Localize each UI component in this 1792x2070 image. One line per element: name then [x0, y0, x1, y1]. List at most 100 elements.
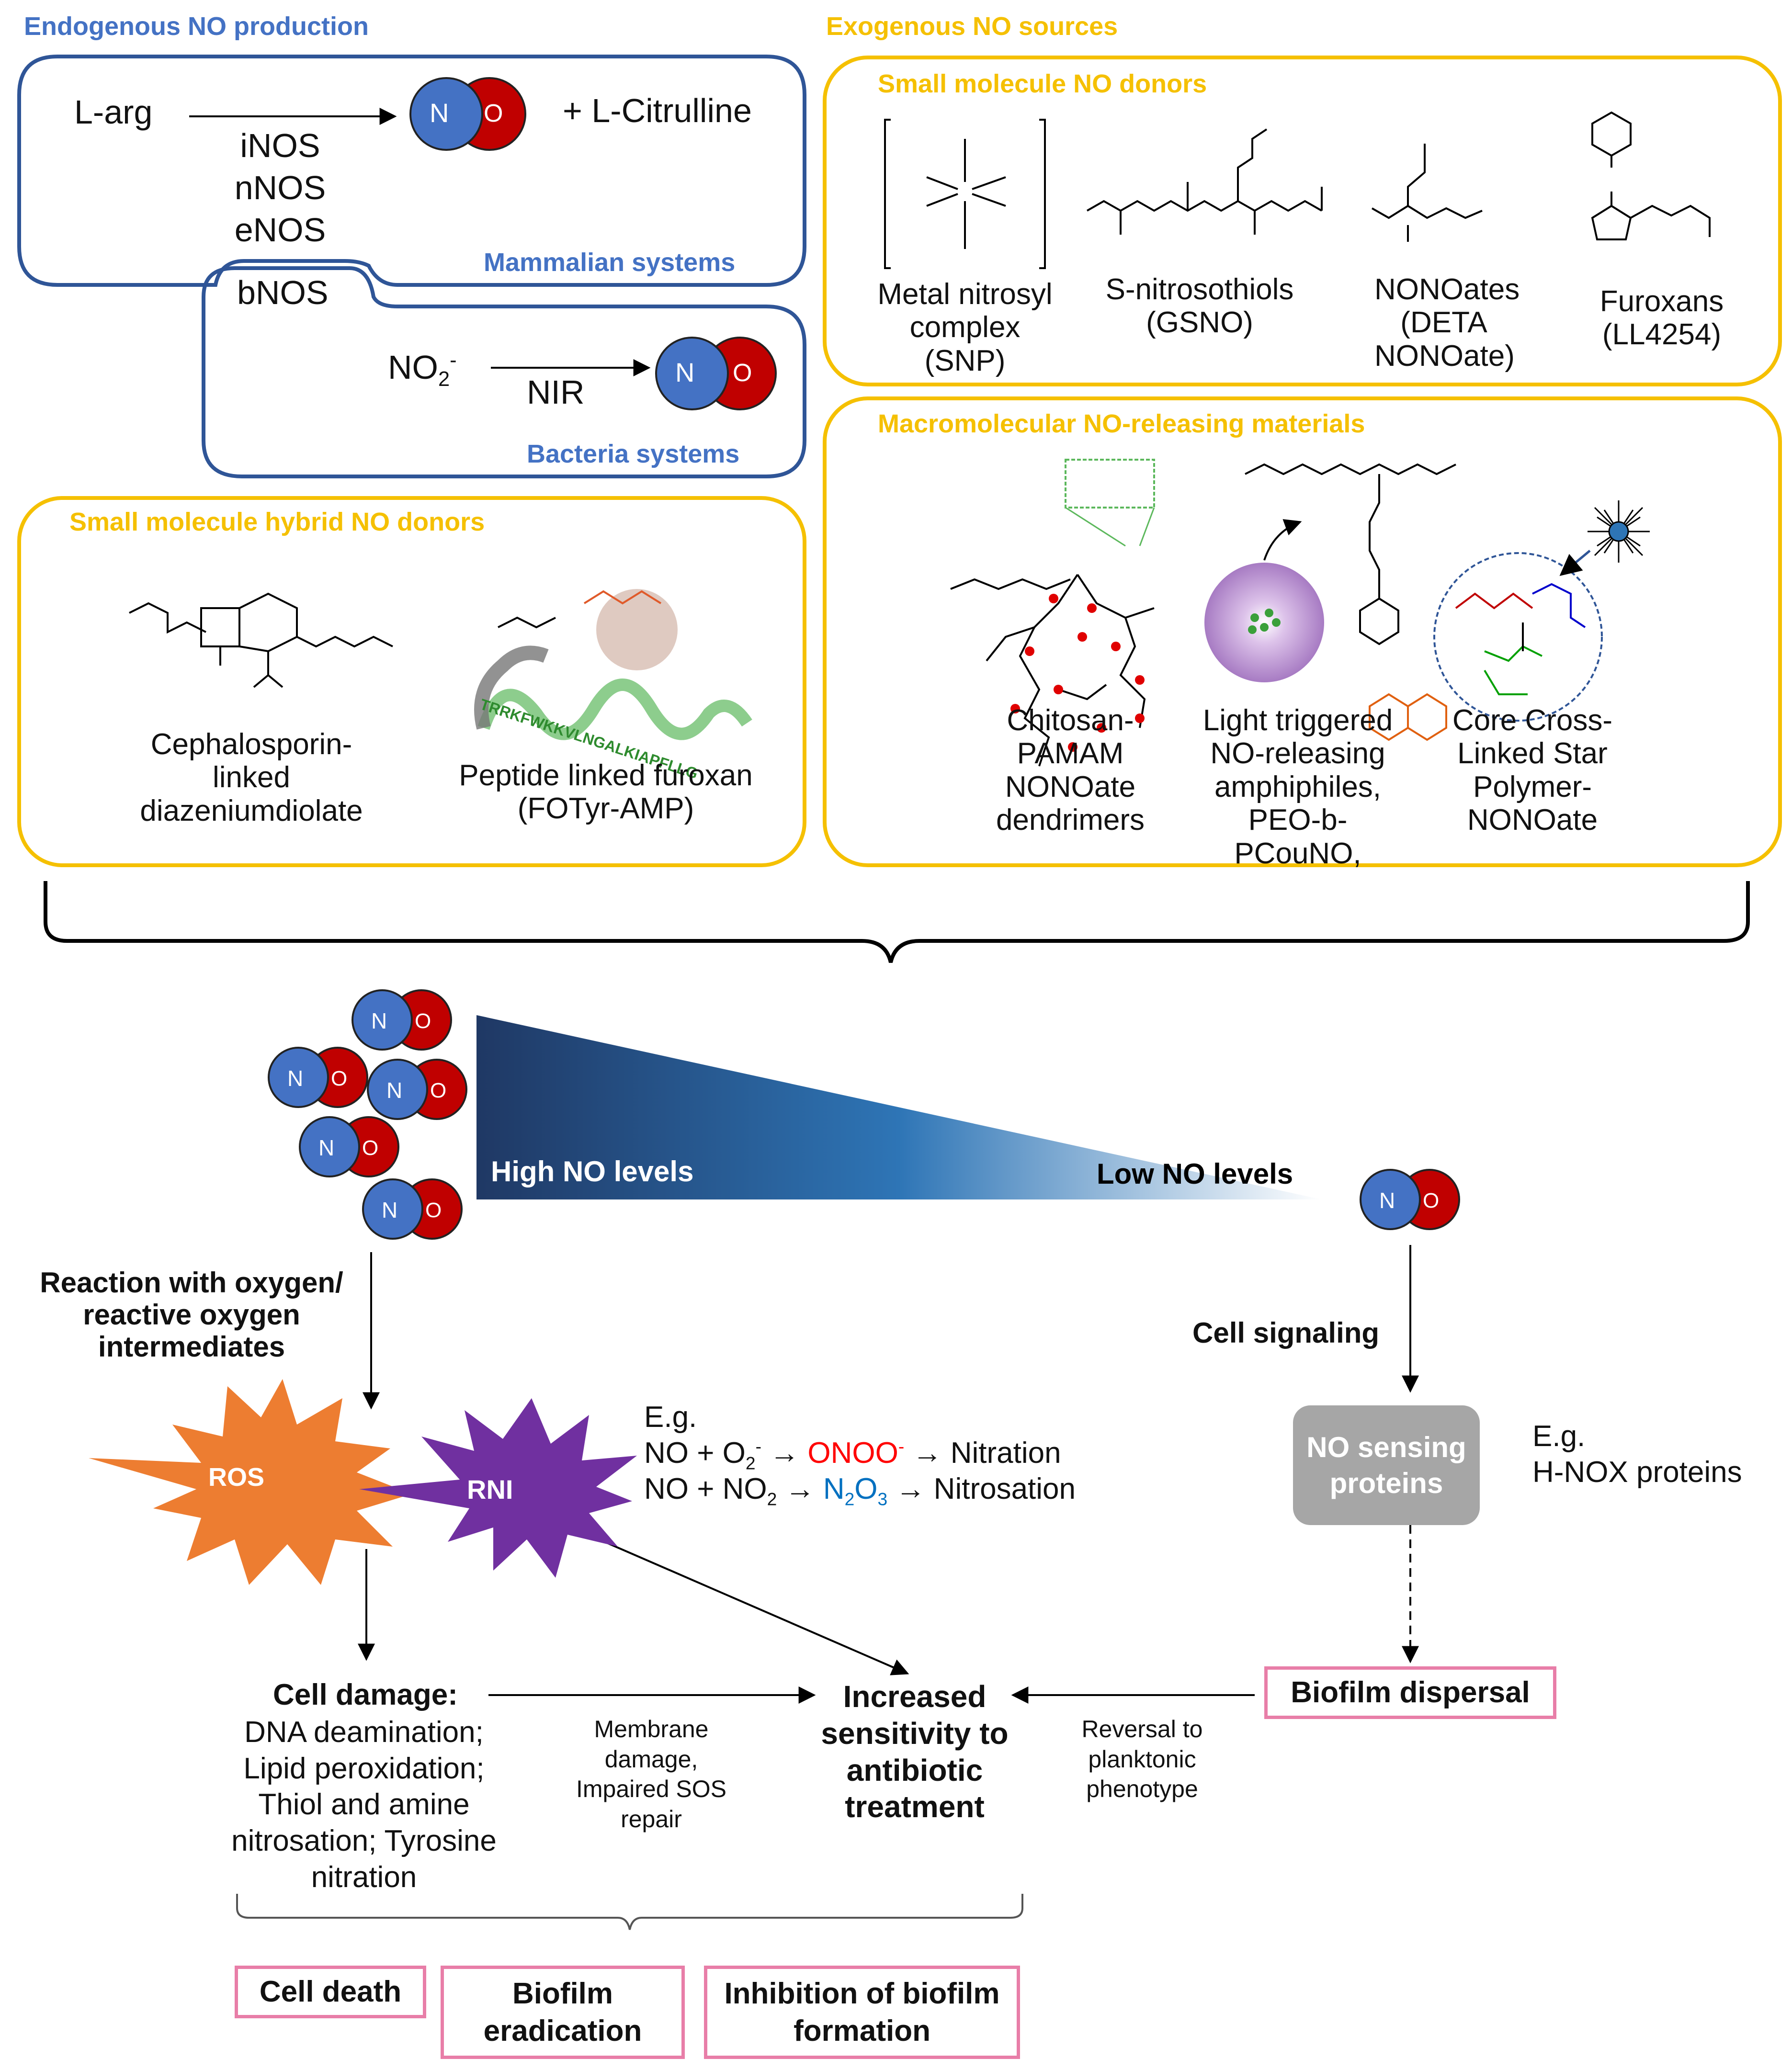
no-molecule-icon: [409, 77, 526, 151]
mammalian-systems-label: Mammalian systems: [484, 248, 736, 277]
sources-brace: [44, 881, 1750, 963]
bnos-label: bNOS: [237, 274, 329, 311]
cephalosporin-label: Cephalosporin- linked diazeniumdiolate: [140, 728, 363, 827]
membrane-label: Membrane damage, Impaired SOS repair: [576, 1716, 726, 1832]
low-no-label: Low NO levels: [1097, 1158, 1293, 1190]
o-atom-label: O: [362, 1136, 379, 1160]
release-arrow: [1263, 519, 1302, 561]
n-atom-label: N: [371, 1008, 387, 1033]
coumarin-group: [1369, 693, 1447, 741]
inos-label: iNOS: [240, 127, 320, 164]
nitration-equation: NO + O2- → ONOO- → Nitration: [644, 1436, 1061, 1473]
cell-death-box: Cell death: [235, 1966, 426, 2018]
star-polymer-label: Core Cross- Linked Star Polymer- NONOate: [1452, 704, 1613, 837]
n-atom-label: N: [386, 1078, 403, 1103]
cell-signaling-label: Cell signaling: [1192, 1317, 1380, 1349]
o-atom-label: O: [425, 1199, 442, 1222]
biofilm-dispersal-box: Biofilm dispersal: [1264, 1666, 1556, 1719]
nonoate-label: NONOates (DETA NONOate): [1374, 273, 1520, 373]
rni-to-sensitivity-arrow: [577, 1529, 909, 1675]
cell-damage-title: Cell damage:: [273, 1678, 458, 1711]
n-atom-label: N: [675, 357, 695, 387]
enos-label: eNOS: [234, 211, 326, 249]
no-molecule-icon: [268, 1047, 368, 1108]
ros-burst: [89, 1379, 412, 1585]
snp-label: Metal nitrosyl complex (SNP): [877, 278, 1053, 377]
biofilm-eradication-box: Biofilm eradication: [441, 1966, 685, 2059]
nitrosation-equation: NO + NO2 → N2O3 → Nitrosation: [644, 1472, 1076, 1509]
l-citrulline-label: + L-Citrulline: [563, 92, 752, 129]
outcomes-brace: [236, 1894, 1023, 1930]
no-molecule-icon: [1360, 1169, 1460, 1230]
amphiphile-label: Light triggered NO-releasing amphiphiles…: [1202, 704, 1393, 870]
cell-damage-body: DNA deamination; Lipid peroxidation; Thi…: [231, 1716, 497, 1894]
o-atom-label: O: [331, 1067, 348, 1090]
reversal-label: Reversal to planktonic phenotype: [1081, 1716, 1203, 1802]
star-polymer-outline: [1433, 552, 1603, 722]
n-atom-label: N: [1379, 1188, 1395, 1213]
hybrid-donors-box: [17, 496, 806, 867]
dendrimer-red-dots: [1010, 594, 1145, 752]
l-arg-label: L-arg: [74, 93, 153, 131]
no-molecule-icon: [362, 1178, 463, 1240]
o-atom-label: O: [430, 1079, 447, 1102]
small-molecule-donors-box: [823, 56, 1782, 386]
gsno-label: S-nitrosothiols (GSNO): [1105, 273, 1294, 339]
rni-label: RNI: [467, 1474, 513, 1504]
no-molecule-icon: [352, 989, 452, 1051]
fotyr-amp-label: Peptide linked furoxan (FOTyr-AMP): [459, 759, 753, 826]
no-sensing-box: NO sensing proteins: [1293, 1405, 1480, 1525]
zoom-lines: [1065, 507, 1155, 547]
rni-burst: [359, 1398, 637, 1578]
sensitivity-label: Increased sensitivity to antibiotic trea…: [821, 1679, 1009, 1824]
hybrid-title: Small molecule hybrid NO donors: [69, 508, 485, 536]
nnos-label: nNOS: [234, 169, 326, 206]
no-gradient-triangle: [476, 1015, 1322, 1199]
macromolecular-box: [823, 396, 1782, 867]
o-atom-label: O: [484, 100, 503, 127]
eg-label: E.g.: [644, 1401, 697, 1434]
star-icon: [1588, 500, 1650, 563]
star-polymer-structure: [1455, 583, 1586, 695]
star-pointer-arrow: [1559, 550, 1591, 576]
o-atom-label: O: [415, 1009, 431, 1033]
bacteria-box: [202, 266, 806, 478]
ros-label: ROS: [208, 1463, 265, 1492]
nitrite-label: NO2-: [388, 349, 457, 391]
n-atom-label: N: [318, 1135, 335, 1160]
endogenous-title: Endogenous NO production: [24, 12, 369, 41]
mammalian-box: [17, 55, 806, 287]
macromolecular-title: Macromolecular NO-releasing materials: [878, 409, 1365, 438]
micelle-core: [1248, 609, 1281, 634]
n-atom-label: N: [382, 1198, 398, 1222]
micelle: [1204, 563, 1324, 682]
n-atom-label: N: [430, 98, 449, 128]
small-molecule-title: Small molecule NO donors: [878, 69, 1207, 98]
bacteria-systems-label: Bacteria systems: [527, 440, 740, 468]
sensing-eg-label: E.g.: [1532, 1420, 1586, 1453]
furoxan-label: Furoxans (LL4254): [1599, 285, 1724, 351]
gsno-structure: [1087, 128, 1323, 235]
chitosan-pamam-dendrimer: [950, 574, 1155, 767]
nir-label: NIR: [527, 373, 585, 411]
n-atom-label: N: [287, 1066, 304, 1091]
no-molecule-icon: [299, 1116, 399, 1177]
exogenous-title: Exogenous NO sources: [826, 12, 1118, 41]
fotyr-amp-structure: [474, 589, 752, 740]
peo-b-pcouno-structure: [1245, 463, 1456, 645]
furoxan-structure: [1591, 111, 1711, 240]
no-molecule-icon: [367, 1059, 467, 1120]
inhibition-box: Inhibition of biofilm formation: [704, 1966, 1020, 2059]
nonoate-structure: [1372, 144, 1483, 242]
high-no-label: High NO levels: [491, 1155, 694, 1188]
reaction-label: Reaction with oxygen/ reactive oxygen in…: [40, 1267, 343, 1363]
no-molecule-icon: [655, 337, 777, 410]
snp-structure: [884, 119, 1046, 269]
o-atom-label: O: [733, 359, 752, 387]
hnox-label: H-NOX proteins: [1532, 1456, 1742, 1489]
cephalosporin-structure: [129, 592, 393, 688]
o-atom-label: O: [1423, 1189, 1440, 1212]
chitosan-label: Chitosan- PAMAM NONOate dendrimers: [996, 704, 1145, 837]
dendrimer-zoom-box: [1065, 459, 1155, 509]
